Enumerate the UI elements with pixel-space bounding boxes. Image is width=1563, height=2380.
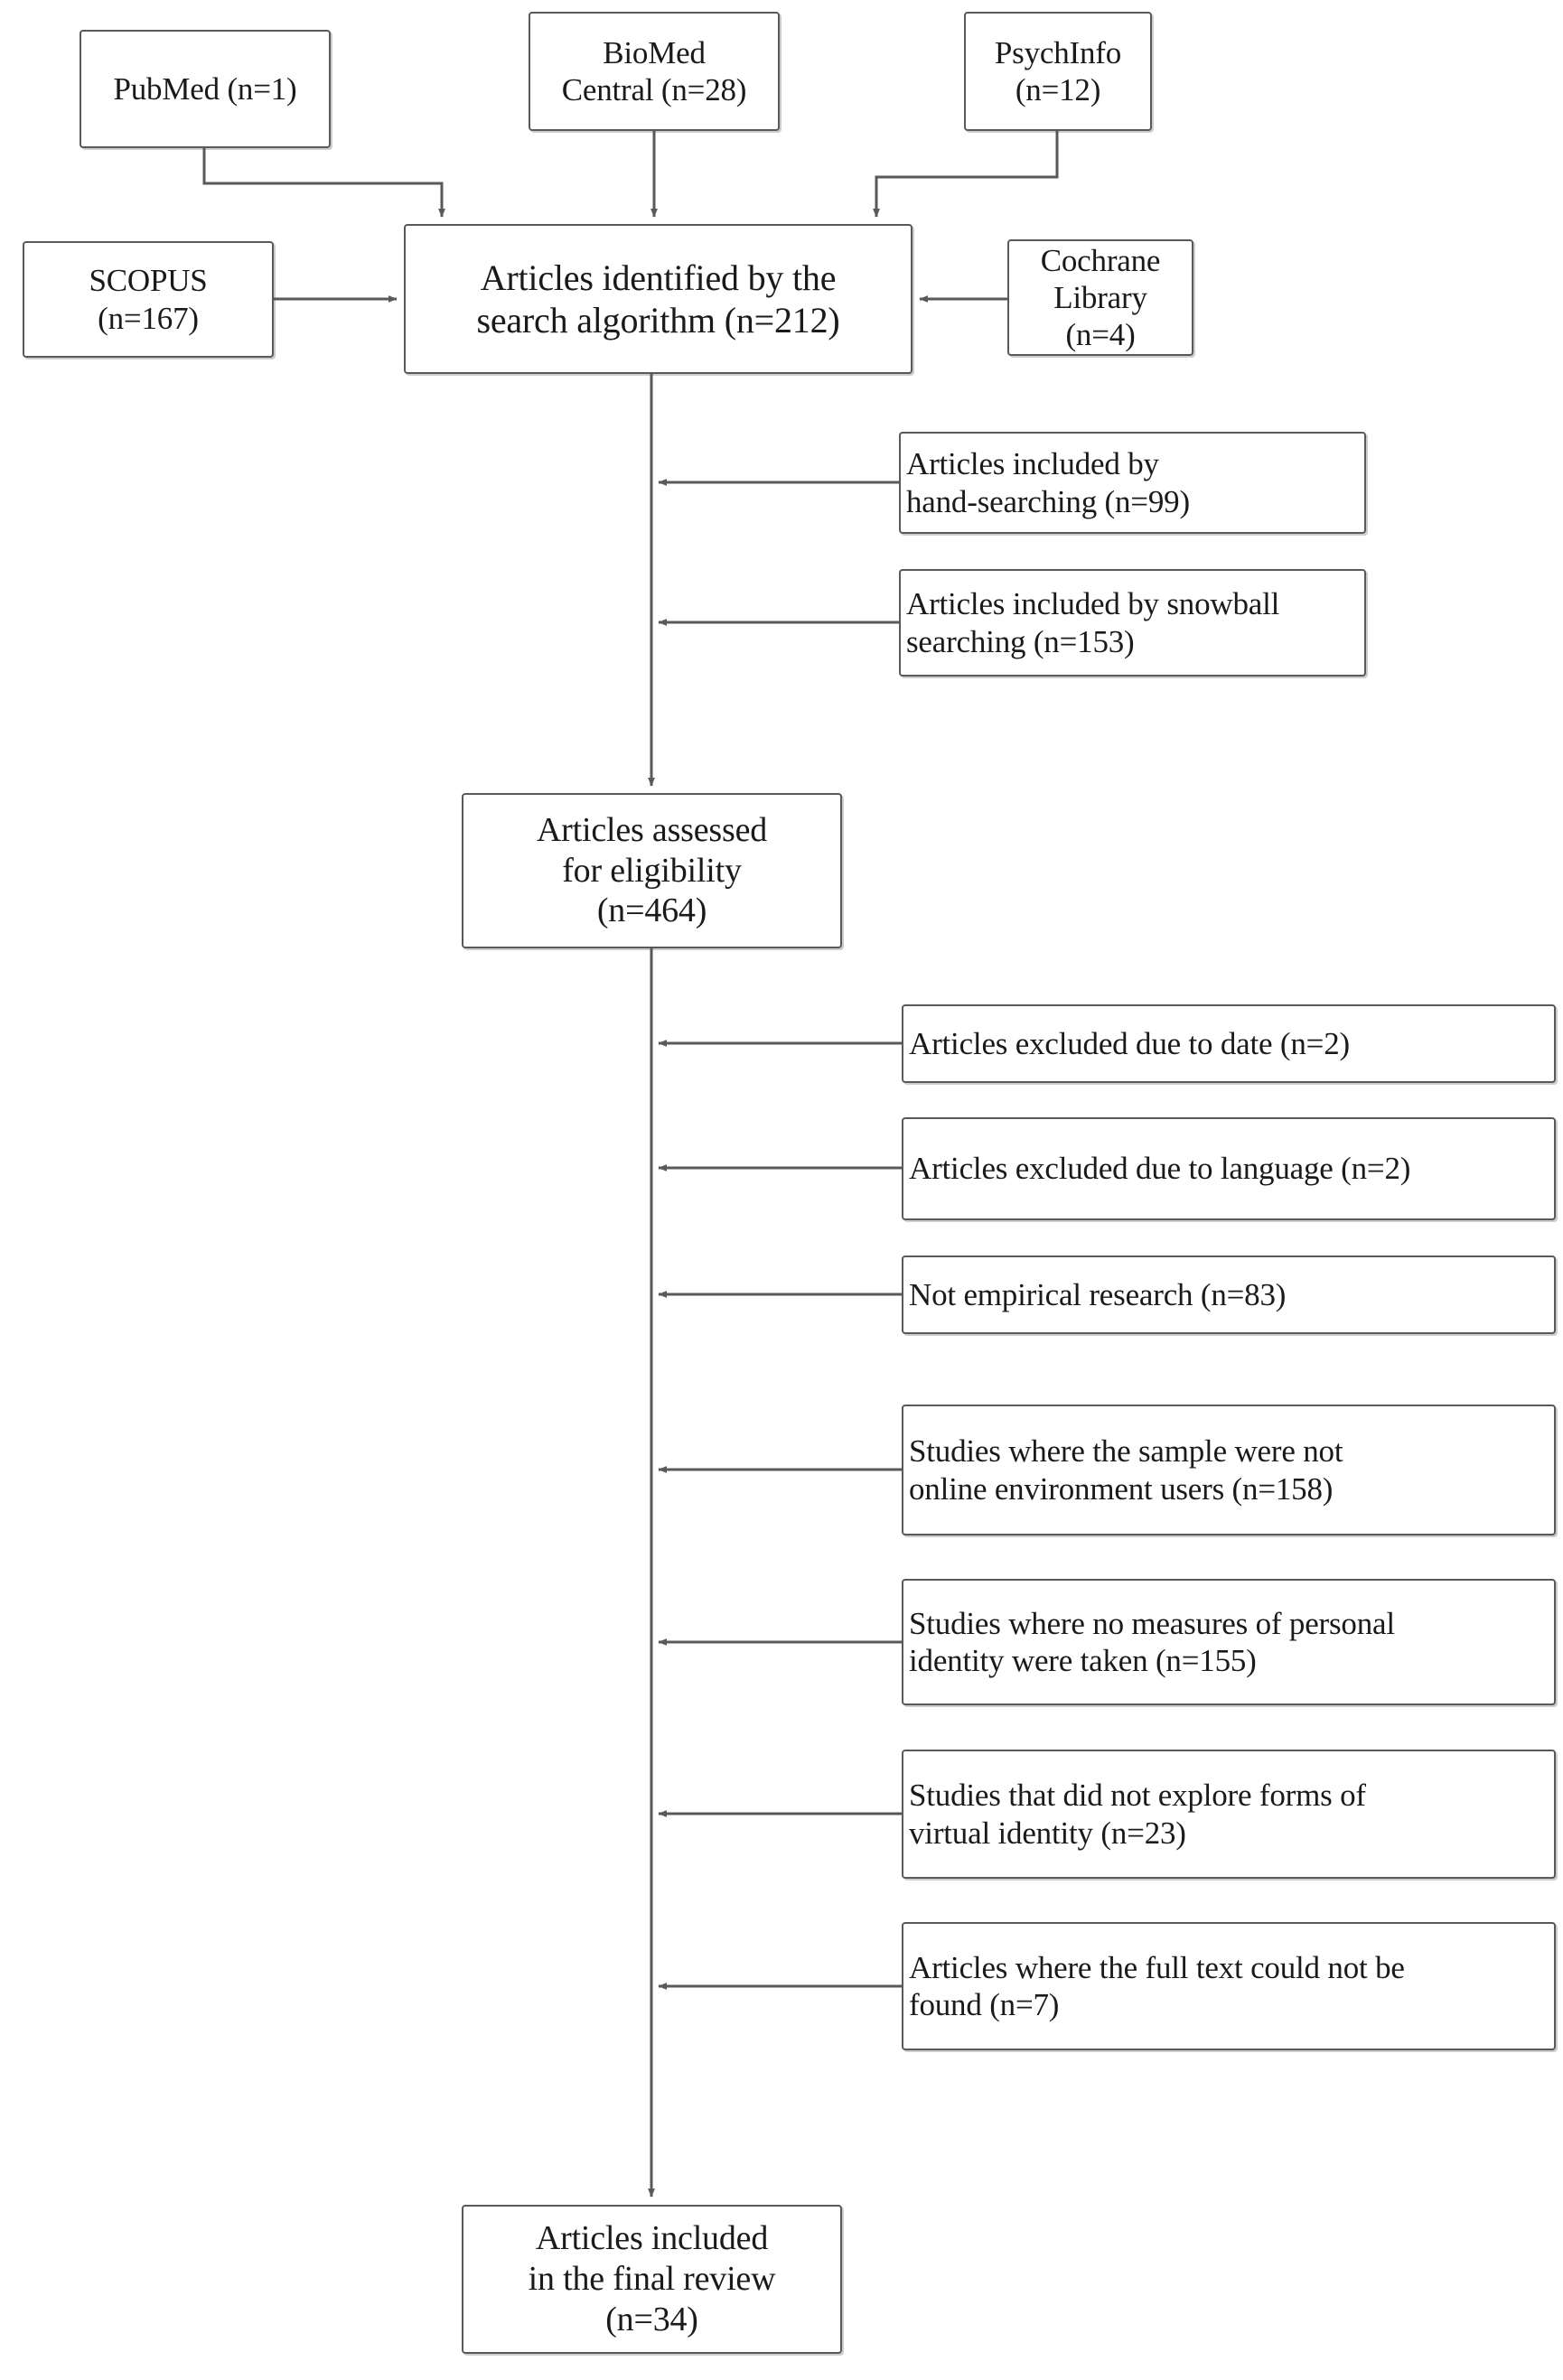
node-excluded-language[interactable]: Articles excluded due to language (n=2) (902, 1117, 1556, 1220)
node-pubmed-label: PubMed (n=1) (113, 70, 297, 107)
node-no-virtual-identity-label: Studies that did not explore forms of vi… (909, 1778, 1366, 1851)
node-articles-included[interactable]: Articles included in the final review (n… (462, 2205, 842, 2354)
node-articles-included-label: Articles included in the final review (n… (528, 2219, 776, 2338)
node-excluded-language-label: Articles excluded due to language (n=2) (909, 1151, 1411, 1187)
node-pubmed[interactable]: PubMed (n=1) (80, 30, 331, 148)
node-excluded-date[interactable]: Articles excluded due to date (n=2) (902, 1004, 1556, 1083)
node-no-virtual-identity[interactable]: Studies that did not explore forms of vi… (902, 1750, 1556, 1879)
connector-psychinfo-to-identified (873, 131, 1059, 218)
node-not-online-users-label: Studies where the sample were not online… (909, 1433, 1343, 1507)
node-hand-searching[interactable]: Articles included by hand-searching (n=9… (899, 432, 1366, 534)
node-articles-identified-label: Articles identified by the search algori… (476, 257, 840, 341)
node-articles-assessed-label: Articles assessed for eligibility (n=464… (536, 810, 768, 930)
node-no-full-text[interactable]: Articles where the full text could not b… (902, 1922, 1556, 2050)
node-biomed-central[interactable]: BioMed Central (n=28) (529, 12, 780, 131)
node-psychinfo[interactable]: PsychInfo (n=12) (964, 12, 1152, 131)
node-no-identity-measure-label: Studies where no measures of personal id… (909, 1605, 1395, 1678)
node-scopus[interactable]: SCOPUS (n=167) (23, 241, 274, 358)
node-snowball-searching-label: Articles included by snowball searching … (906, 586, 1280, 659)
node-psychinfo-label: PsychInfo (n=12) (994, 34, 1122, 107)
connector-pubmed-to-identified (202, 148, 445, 218)
node-excluded-date-label: Articles excluded due to date (n=2) (909, 1025, 1350, 1061)
node-scopus-label: SCOPUS (n=167) (89, 263, 208, 336)
node-articles-identified[interactable]: Articles identified by the search algori… (404, 224, 913, 374)
node-not-empirical[interactable]: Not empirical research (n=83) (902, 1255, 1556, 1334)
node-no-full-text-label: Articles where the full text could not b… (909, 1949, 1405, 2022)
node-no-identity-measure[interactable]: Studies where no measures of personal id… (902, 1579, 1556, 1705)
node-snowball-searching[interactable]: Articles included by snowball searching … (899, 569, 1366, 677)
node-cochrane-library-label: Cochrane Library (n=4) (1040, 242, 1161, 353)
node-cochrane-library[interactable]: Cochrane Library (n=4) (1007, 239, 1193, 356)
node-not-online-users[interactable]: Studies where the sample were not online… (902, 1405, 1556, 1535)
node-articles-assessed[interactable]: Articles assessed for eligibility (n=464… (462, 793, 842, 948)
node-biomed-central-label: BioMed Central (n=28) (561, 34, 747, 107)
node-not-empirical-label: Not empirical research (n=83) (909, 1276, 1287, 1312)
node-hand-searching-label: Articles included by hand-searching (n=9… (906, 446, 1190, 519)
